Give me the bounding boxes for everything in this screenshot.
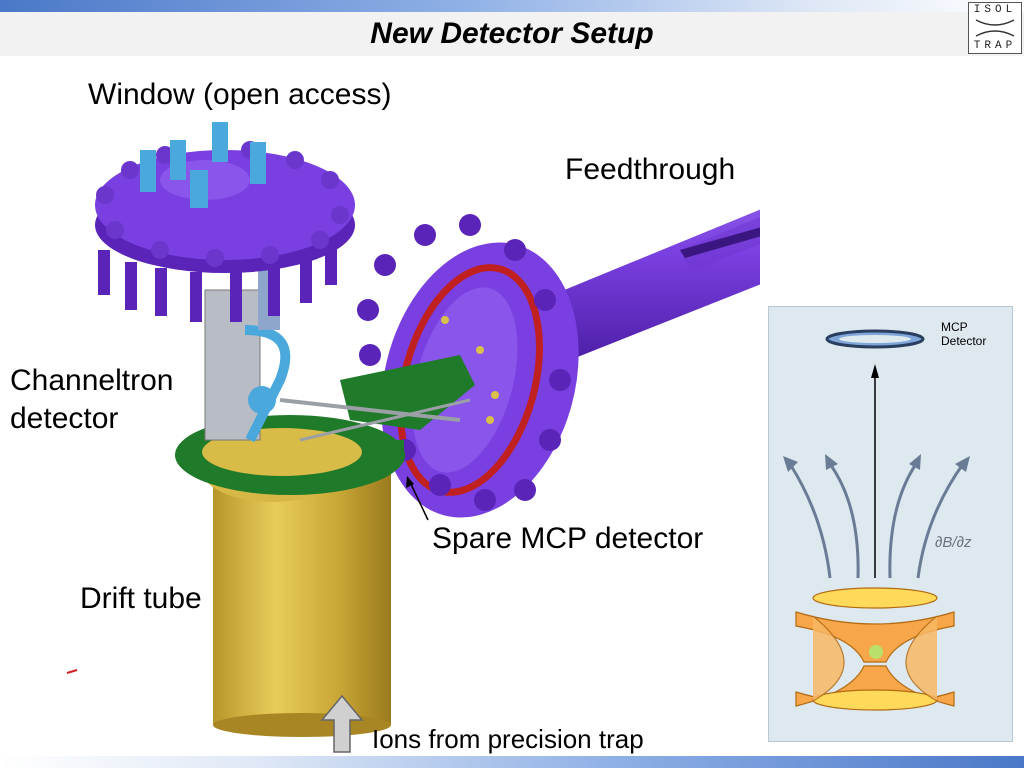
- label-channeltron-line1: Channeltron: [10, 364, 174, 397]
- logo-trap-icon: [975, 19, 1015, 37]
- label-ions: Ions from precision trap: [372, 724, 644, 754]
- inset-gradient-label: ∂B/∂z: [935, 534, 972, 551]
- trap-schematic-inset: [768, 306, 1013, 742]
- logo-line-bottom: TRAP: [973, 40, 1017, 52]
- label-drift-tube: Drift tube: [80, 582, 202, 615]
- label-channeltron: Channeltron detector: [10, 362, 173, 438]
- ion-arrow: [320, 694, 364, 753]
- spare-mcp-mount: [279, 355, 475, 462]
- logo-line-top: ISOL: [973, 4, 1017, 16]
- inset-mcp-line2: Detector: [941, 334, 987, 348]
- isoltrap-logo: ISOL TRAP: [968, 2, 1022, 54]
- window-flange: [95, 122, 355, 322]
- mcp-ring-hole: [839, 335, 911, 343]
- feedthrough-pipe: [540, 209, 760, 360]
- field-line-heads: [783, 454, 970, 472]
- trapped-ion: [869, 645, 883, 659]
- detector-setup-illustration: [66, 122, 760, 753]
- inset-mcp-line1: MCP: [941, 320, 968, 334]
- label-channeltron-line2: detector: [10, 402, 119, 435]
- label-spare-mcp: Spare MCP detector: [432, 522, 704, 555]
- inset-mcp-label: MCP Detector: [941, 320, 986, 348]
- penning-trap: [795, 587, 955, 711]
- spare-mcp-pointer: [409, 481, 429, 521]
- label-window: Window (open access): [88, 78, 392, 111]
- trap-schematic-drawing: [783, 329, 970, 711]
- footer-stripe: [0, 756, 1024, 768]
- field-lines: [788, 463, 965, 579]
- stray-mark: [66, 669, 78, 674]
- spare-mcp-pointer-head: [406, 476, 414, 488]
- header-top-stripe: [0, 0, 1024, 12]
- feedthrough-flange: [357, 214, 579, 518]
- title-bar: [0, 12, 1024, 56]
- center-axis-head: [871, 364, 879, 378]
- slide-title: New Detector Setup: [370, 17, 654, 50]
- label-feedthrough: Feedthrough: [565, 153, 736, 186]
